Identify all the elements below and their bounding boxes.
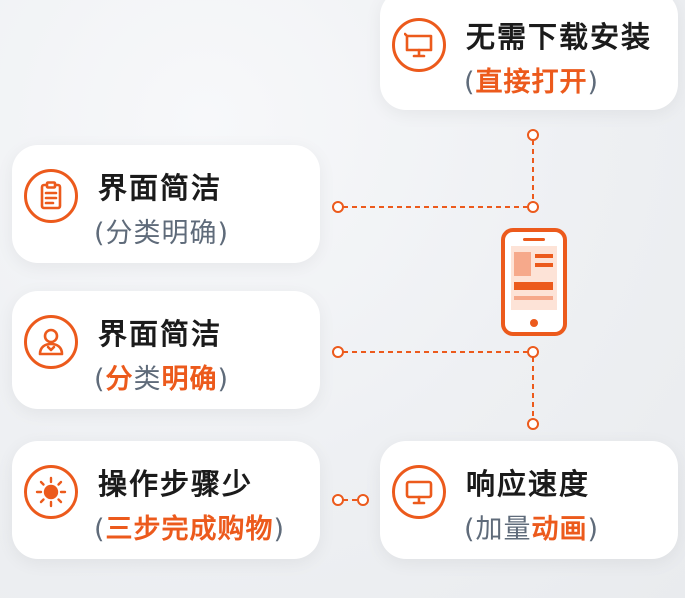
feature-card-interface-1: 界面简洁 (分类明确) (12, 145, 320, 263)
monitor-icon (392, 465, 446, 519)
connector-dot (332, 494, 344, 506)
subtitle-highlight: 直接打开 (475, 67, 588, 98)
connector-dot (527, 201, 539, 213)
feature-card-install: 无需下载安装 (直接打开) (380, 0, 678, 110)
feature-title: 响应速度 (466, 467, 591, 501)
smartphone-icon (501, 228, 567, 336)
feature-card-interface-2: 界面简洁 (分类明确) (12, 291, 320, 409)
connector-dot (527, 346, 539, 358)
feature-subtitle: (分类明确) (94, 364, 230, 395)
feature-title: 界面简洁 (98, 171, 223, 205)
sun-icon (24, 465, 78, 519)
feature-subtitle: (分类明确) (94, 218, 230, 249)
feature-subtitle: (直接打开) (464, 67, 600, 98)
feature-title: 操作步骤少 (98, 467, 254, 501)
feature-card-speed: 响应速度 (加量动画) (380, 441, 678, 559)
feature-subtitle: (三步完成购物) (94, 514, 286, 545)
user-icon (24, 315, 78, 369)
connector-dot (332, 201, 344, 213)
connector-dot (332, 346, 344, 358)
feature-title: 界面简洁 (98, 317, 223, 351)
feature-card-steps: 操作步骤少 (三步完成购物) (12, 441, 320, 559)
connector-dot (527, 129, 539, 141)
feature-title: 无需下载安装 (466, 20, 653, 54)
monitor-icon (392, 18, 446, 72)
feature-subtitle: (加量动画) (464, 514, 600, 545)
connector-dot (357, 494, 369, 506)
clipboard-icon (24, 169, 78, 223)
connector-dot (527, 418, 539, 430)
